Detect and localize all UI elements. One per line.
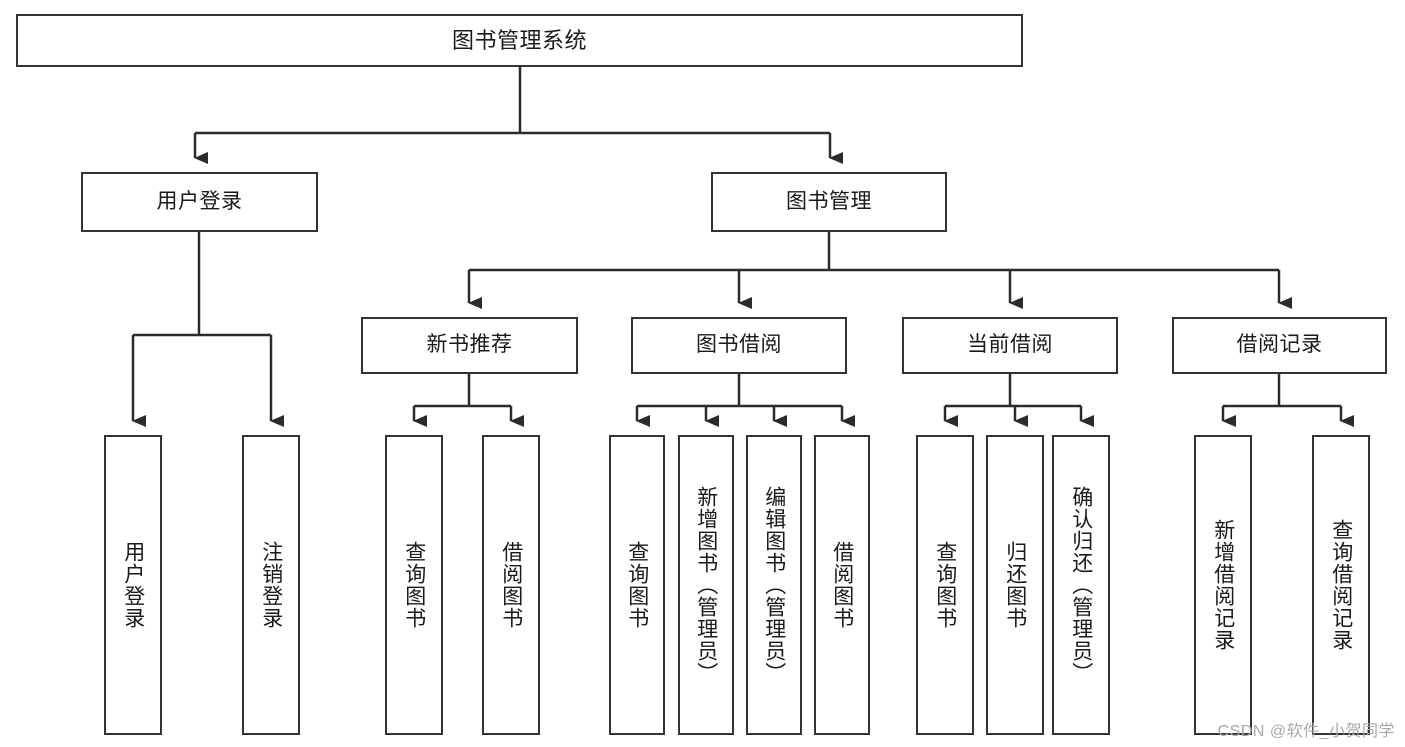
leaf-add-borrow-record[interactable]: 新增借阅记录: [1194, 435, 1252, 735]
leaf-edit-book-admin[interactable]: 编辑图书（管理员）: [746, 435, 802, 735]
node-borrow-record[interactable]: 借阅记录: [1172, 317, 1387, 374]
leaf-query-book-borrow[interactable]: 查询图书: [609, 435, 665, 735]
node-new-book-recommend-label: 新书推荐: [426, 333, 513, 357]
leaf-edit-book-admin-label: 编辑图书（管理员）: [762, 486, 786, 684]
node-book-borrow[interactable]: 图书借阅: [631, 317, 847, 374]
node-root[interactable]: 图书管理系统: [16, 14, 1023, 67]
node-book-borrow-label: 图书借阅: [696, 333, 782, 357]
leaf-confirm-return-admin[interactable]: 确认归还（管理员）: [1052, 435, 1110, 735]
leaf-borrow-book-recommend-label: 借阅图书: [499, 541, 523, 629]
node-current-borrow-label: 当前借阅: [967, 333, 1053, 357]
leaf-borrow-book-recommend[interactable]: 借阅图书: [482, 435, 540, 735]
leaf-add-book-admin-label: 新增图书（管理员）: [694, 486, 718, 684]
node-root-label: 图书管理系统: [451, 27, 587, 53]
csdn-watermark: CSDN @软件_小贺同学: [1217, 723, 1395, 740]
node-borrow-record-label: 借阅记录: [1236, 333, 1323, 357]
node-user-login[interactable]: 用户登录: [81, 172, 318, 232]
node-current-borrow[interactable]: 当前借阅: [902, 317, 1118, 374]
leaf-add-book-admin[interactable]: 新增图书（管理员）: [678, 435, 734, 735]
leaf-user-login[interactable]: 用户登录: [104, 435, 162, 735]
leaf-return-book-label: 归还图书: [1003, 541, 1027, 629]
node-new-book-recommend[interactable]: 新书推荐: [361, 317, 578, 374]
node-book-management[interactable]: 图书管理: [711, 172, 947, 232]
leaf-user-login-label: 用户登录: [121, 541, 145, 629]
leaf-query-book-recommend[interactable]: 查询图书: [385, 435, 443, 735]
leaf-logout[interactable]: 注销登录: [242, 435, 300, 735]
leaf-add-borrow-record-label: 新增借阅记录: [1211, 519, 1235, 651]
leaf-borrow-book[interactable]: 借阅图书: [814, 435, 870, 735]
leaf-query-book-recommend-label: 查询图书: [402, 541, 426, 629]
leaf-query-borrow-record[interactable]: 查询借阅记录: [1312, 435, 1370, 735]
leaf-return-book[interactable]: 归还图书: [986, 435, 1044, 735]
node-user-login-label: 用户登录: [156, 189, 243, 213]
node-book-management-label: 图书管理: [786, 189, 872, 213]
leaf-query-borrow-record-label: 查询借阅记录: [1329, 519, 1353, 651]
leaf-query-book-borrow-label: 查询图书: [625, 541, 649, 629]
leaf-query-book-current-label: 查询图书: [933, 541, 957, 629]
leaf-borrow-book-label: 借阅图书: [830, 541, 854, 629]
leaf-logout-label: 注销登录: [259, 541, 283, 629]
leaf-query-book-current[interactable]: 查询图书: [916, 435, 974, 735]
leaf-confirm-return-admin-label: 确认归还（管理员）: [1069, 486, 1093, 684]
